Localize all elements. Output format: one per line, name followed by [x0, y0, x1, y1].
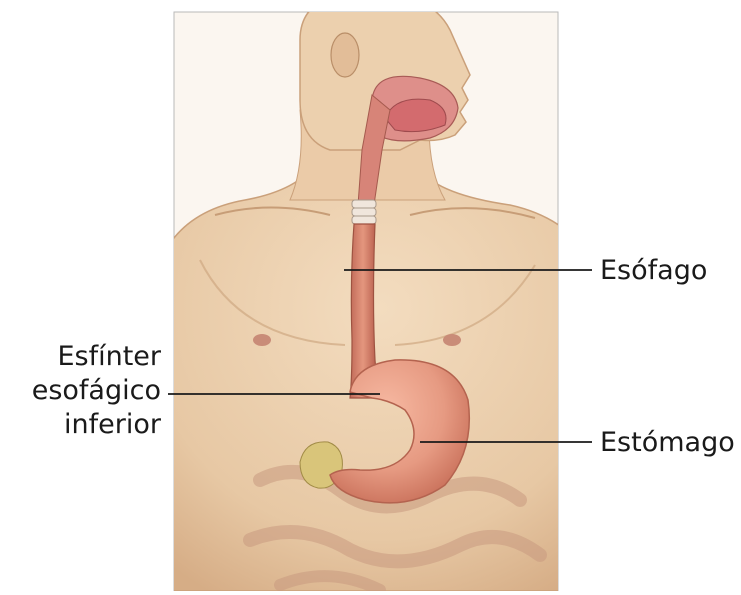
label-stomach: Estómago — [600, 426, 735, 460]
label-lower-esophageal-sphincter: Esfínter esofágico inferior — [32, 340, 161, 442]
nipple-left — [253, 334, 271, 346]
label-sphincter-line-3: inferior — [32, 408, 161, 442]
label-esophagus: Esófago — [600, 254, 707, 288]
ear — [331, 33, 359, 77]
label-sphincter-line-1: Esfínter — [32, 340, 161, 374]
nipple-right — [443, 334, 461, 346]
label-sphincter-line-2: esofágico — [32, 374, 161, 408]
trachea-rings — [352, 200, 376, 224]
